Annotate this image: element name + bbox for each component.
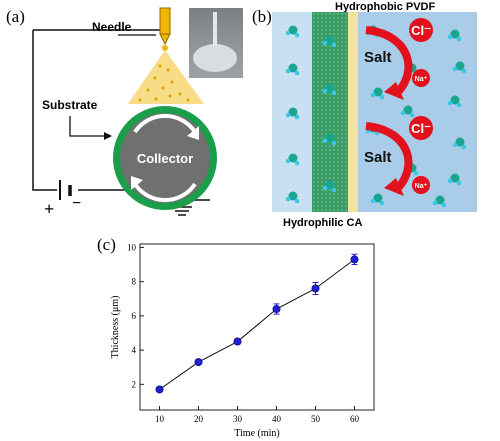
collector-drum <box>120 113 210 203</box>
salt-arrowhead-lower <box>384 178 404 196</box>
salt-arrowhead-upper <box>384 82 404 100</box>
sodium-label-lower: Na⁺ <box>415 183 428 190</box>
panel-a: (a) + − Needle <box>6 7 243 219</box>
pvdf-layer <box>348 12 358 212</box>
sodium-ion-upper <box>412 69 430 87</box>
salt-arrow-lower <box>365 122 413 194</box>
x-tick-label: 10 <box>155 414 165 424</box>
ca-layer <box>312 12 348 212</box>
chloride-label-upper: Cl⁻ <box>411 23 431 38</box>
panel-b: (b) Hydrophobic PVDF <box>252 1 477 229</box>
salt-label-lower: Salt <box>364 149 392 166</box>
data-point <box>272 305 281 314</box>
y-tick-label: 2 <box>132 379 137 389</box>
series-line <box>159 259 355 390</box>
panel-b-label: (b) <box>252 7 272 26</box>
pvdf-label: Hydrophobic PVDF <box>335 1 436 13</box>
x-axis-title: Time (min) <box>234 428 279 439</box>
salt-arrow-upper <box>365 26 413 98</box>
needle-label: Needle <box>92 20 132 34</box>
collector-label: Collector <box>137 151 193 166</box>
salt-label-upper: Salt <box>364 49 392 66</box>
substrate-arrowhead <box>104 132 112 140</box>
x-axis: 10 20 30 40 50 60 <box>155 406 360 424</box>
data-series <box>155 253 359 394</box>
y-tick-label: 8 <box>132 277 137 287</box>
battery-minus: − <box>72 195 81 212</box>
ca-label: Hydrophilic CA <box>283 217 363 229</box>
plot-frame <box>139 243 375 411</box>
spray-droplets <box>138 64 190 102</box>
substrate-label: Substrate <box>42 98 98 112</box>
data-point <box>155 385 164 394</box>
battery-plus: + <box>44 199 54 219</box>
x-tick-label: 50 <box>311 414 321 424</box>
data-point <box>350 255 359 264</box>
data-point <box>311 284 320 293</box>
sodium-label-upper: Na⁺ <box>415 76 428 83</box>
y-tick-label: 6 <box>132 311 137 321</box>
chloride-label-lower: Cl⁻ <box>411 121 431 136</box>
chloride-ion-upper <box>409 18 433 42</box>
data-point <box>233 337 242 346</box>
y-axis-title: Thickness (μm) <box>110 296 121 359</box>
x-tick-label: 60 <box>350 414 360 424</box>
circuit-wire-left <box>32 30 57 191</box>
sodium-ion-lower <box>412 176 430 194</box>
substrate-arrow <box>69 116 108 137</box>
y-tick-label: 4 <box>132 345 137 355</box>
panel-c: (c) 10 20 30 40 50 60 2 4 6 8 10 Time (min) Thick… <box>97 235 375 439</box>
data-point <box>194 358 203 367</box>
y-tick-label: 10 <box>127 242 137 252</box>
rotation-arrows <box>131 113 199 203</box>
panel-c-label: (c) <box>97 235 116 254</box>
needle-icon <box>159 7 171 51</box>
x-tick-label: 40 <box>272 414 282 424</box>
x-tick-label: 30 <box>233 414 243 424</box>
chloride-ion-lower <box>409 116 433 140</box>
x-tick-label: 20 <box>194 414 204 424</box>
y-axis: 2 4 6 8 10 <box>127 242 144 389</box>
panel-a-label: (a) <box>6 7 25 26</box>
device-photo <box>189 8 243 78</box>
